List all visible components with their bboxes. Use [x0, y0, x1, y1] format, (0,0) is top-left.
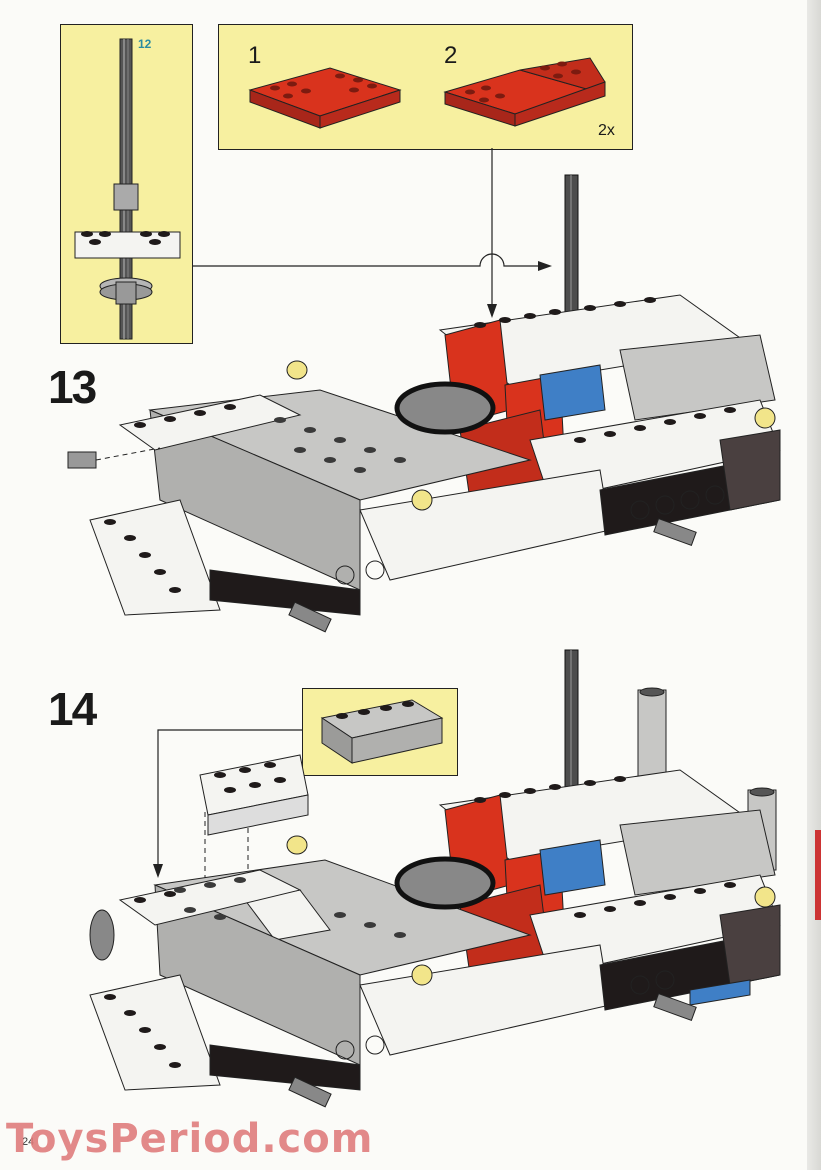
step14-chassis-model [89, 649, 781, 1108]
axle-part-number: 12 [138, 37, 152, 51]
step-14-number: 14 [48, 683, 97, 735]
page-number: 24 [22, 1136, 35, 1148]
page-edge-mark [815, 830, 821, 920]
slope-brick-illustration [320, 699, 444, 764]
watermark: ToysPeriod.com [6, 1116, 374, 1162]
step13-chassis-model [67, 174, 781, 633]
axle-with-gear-illustration [74, 38, 181, 340]
red-plate-assembly-2 [443, 57, 606, 127]
sub-assembly-2-label: 2 [444, 42, 458, 69]
step-13-number: 13 [48, 361, 97, 413]
sub-assembly-1-label: 1 [248, 42, 262, 69]
step13-callout-lines [192, 148, 552, 318]
sub-assembly-2-quantity: 2x [598, 122, 615, 139]
red-plate-assembly-1 [248, 67, 402, 129]
